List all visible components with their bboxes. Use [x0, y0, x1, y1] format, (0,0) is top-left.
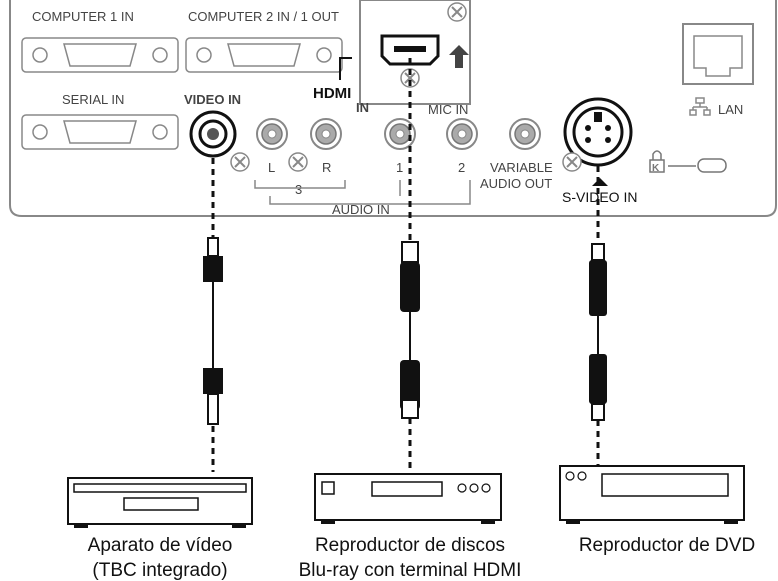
video-in-label: VIDEO IN [184, 92, 241, 107]
screw-icon [288, 152, 308, 172]
screw-icon [562, 152, 582, 172]
screw-icon [447, 2, 467, 22]
lan-label: LAN [718, 102, 743, 117]
vcr-label-line2: (TBC integrado) [92, 560, 227, 581]
variable-audio-out-port[interactable] [509, 118, 541, 150]
audio-in-2-port[interactable] [446, 118, 478, 150]
hdmi-in-port[interactable] [380, 34, 440, 66]
serial-in-port[interactable] [21, 114, 179, 150]
hdmi-logo: HDMI [313, 85, 351, 102]
kensington-lock-icon: K [649, 150, 727, 174]
up-triangle-icon [592, 178, 608, 186]
bluray-label-line1: Reproductor de discos [315, 535, 505, 556]
svideo-in-label: S-VIDEO IN [562, 189, 637, 205]
audio-in-label: AUDIO IN [332, 202, 390, 217]
audio-in-l-port[interactable] [256, 118, 288, 150]
up-arrow-icon [449, 45, 469, 68]
lan-port[interactable] [682, 23, 754, 85]
audio-1-label: 1 [396, 160, 403, 175]
computer2-in-out-label: COMPUTER 2 IN / 1 OUT [188, 9, 339, 24]
network-icon [689, 97, 711, 116]
audio-r-label: R [322, 160, 331, 175]
variable-label: VARIABLE [490, 160, 553, 175]
dvd-device [559, 465, 745, 524]
audio-out-label: AUDIO OUT [480, 176, 552, 191]
hdmi-in-label: IN [356, 100, 369, 115]
bluray-device [314, 473, 502, 524]
svg-text:K: K [652, 163, 660, 174]
mic-in-label: MIC IN [428, 102, 468, 117]
bluray-label-line2: Blu-ray con terminal HDMI [299, 560, 522, 581]
serial-in-label: SERIAL IN [62, 92, 124, 107]
computer1-in-label: COMPUTER 1 IN [32, 9, 134, 24]
computer1-in-port[interactable] [21, 37, 179, 73]
vcr-device [67, 477, 253, 528]
projector-panel: COMPUTER 1 IN COMPUTER 2 IN / 1 OUT SERI… [9, 0, 777, 217]
vcr-label-line1: Aparato de vídeo [88, 535, 233, 556]
audio-3-label: 3 [295, 182, 302, 197]
video-in-port[interactable] [189, 110, 237, 158]
screw-icon [230, 152, 250, 172]
audio-l-label: L [268, 160, 275, 175]
svideo-in-port[interactable] [563, 97, 633, 167]
audio-in-r-port[interactable] [310, 118, 342, 150]
hdmi-cable [400, 241, 420, 419]
audio-2-label: 2 [458, 160, 465, 175]
svideo-cable [589, 243, 607, 421]
dvd-label: Reproductor de DVD [579, 535, 755, 556]
computer2-in-out-port[interactable] [185, 37, 343, 73]
audio-in-1-port[interactable] [384, 118, 416, 150]
video-cable [203, 237, 223, 425]
